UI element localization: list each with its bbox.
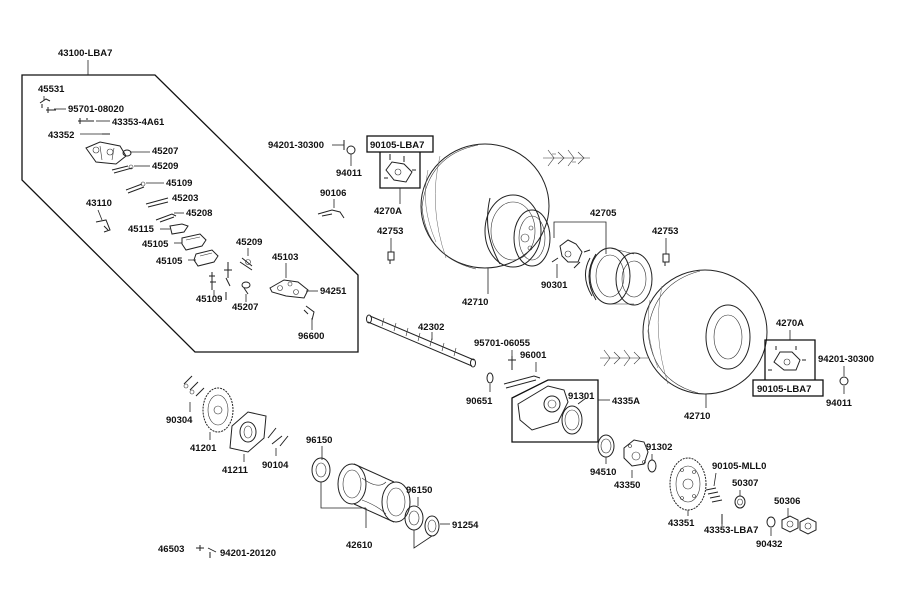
label-96001: 96001 <box>520 350 547 361</box>
label-45207-a: 45207 <box>152 146 178 157</box>
label-45209-a: 45209 <box>152 161 178 172</box>
box-90105-lba7-b <box>752 379 824 397</box>
label-43353-4a61: 43353-4A61 <box>112 117 165 128</box>
label-50307: 50307 <box>732 478 758 489</box>
wheel-stud-cluster <box>551 239 591 269</box>
rear-tire-left <box>420 143 590 270</box>
label-96150-b: 96150 <box>406 485 432 496</box>
label-42705: 42705 <box>590 208 617 219</box>
box-90105-lba7-a <box>366 135 434 153</box>
label-50306: 50306 <box>774 496 800 507</box>
label-91254: 91254 <box>452 520 479 531</box>
label-90301: 90301 <box>541 280 568 291</box>
label-4270a-a: 4270A <box>374 206 402 217</box>
label-94201-30300-b: 94201-30300 <box>818 354 874 365</box>
label-90304: 90304 <box>166 415 193 426</box>
caliper-body <box>85 141 127 165</box>
label-95701-06055: 95701-06055 <box>474 338 531 349</box>
label-45103: 45103 <box>272 252 298 263</box>
label-45115: 45115 <box>128 224 155 235</box>
caliper-kit-group: 43100-LBA7 45531 95701-08020 43353-4A61 … <box>21 48 359 353</box>
label-94201-20120: 94201-20120 <box>220 548 276 559</box>
label-90105-lba7-b: 90105-LBA7 <box>757 384 811 395</box>
label-45209-b: 45209 <box>236 237 262 248</box>
label-45207-b: 45207 <box>232 302 258 313</box>
label-91301: 91301 <box>568 391 595 402</box>
label-95701-08020: 95701-08020 <box>68 104 124 115</box>
label-90104: 90104 <box>262 460 289 471</box>
kit-group-outline <box>21 74 359 353</box>
brake-disc <box>669 457 707 511</box>
label-43110: 43110 <box>86 198 112 209</box>
label-45109-b: 45109 <box>196 294 222 305</box>
label-43352: 43352 <box>48 130 74 141</box>
label-4335a: 4335A <box>612 396 640 407</box>
label-43353-lba7: 43353-LBA7 <box>704 525 758 536</box>
label-94201-30300-a: 94201-30300 <box>268 140 324 151</box>
label-91302: 91302 <box>646 442 672 453</box>
bearing-housing-box: 91301 4335A <box>511 379 640 443</box>
label-43350: 43350 <box>614 480 640 491</box>
rear-tire-right <box>600 269 768 395</box>
label-90651: 90651 <box>466 396 493 407</box>
bearing-left <box>311 457 331 483</box>
hub-bolt-box-bottom: 4270A 90105-LBA7 <box>752 318 824 397</box>
label-94011-a: 94011 <box>336 168 363 179</box>
label-90106: 90106 <box>320 188 346 199</box>
label-94510: 94510 <box>590 467 616 478</box>
sprocket <box>202 387 234 433</box>
label-42753-b: 42753 <box>652 226 678 237</box>
rim-right <box>585 247 653 306</box>
label-90105-mll0: 90105-MLL0 <box>712 461 766 472</box>
label-46503: 46503 <box>158 544 184 555</box>
oil-seal <box>424 515 440 537</box>
caliper-bracket <box>269 279 309 299</box>
label-42610: 42610 <box>346 540 372 551</box>
label-41201: 41201 <box>190 443 217 454</box>
label-42710-a: 42710 <box>462 297 488 308</box>
label-96600: 96600 <box>298 331 324 342</box>
label-45531: 45531 <box>38 84 65 95</box>
brake-hub <box>623 439 649 467</box>
bearing-right <box>404 505 424 531</box>
label-43351: 43351 <box>668 518 695 529</box>
tread-mark-bottom <box>600 349 648 367</box>
label-41211: 41211 <box>222 465 249 476</box>
label-45208: 45208 <box>186 208 212 219</box>
rear-axle <box>366 314 476 368</box>
label-45105-b: 45105 <box>156 256 183 267</box>
label-96150-a: 96150 <box>306 435 332 446</box>
label-45203: 45203 <box>172 193 198 204</box>
axle-nuts <box>781 515 817 535</box>
axle-housing <box>337 463 411 523</box>
tread-mark-top <box>543 149 590 167</box>
sprocket-hub <box>229 411 267 453</box>
label-42302: 42302 <box>418 322 444 333</box>
label-94011-b: 94011 <box>826 398 853 409</box>
label-94251: 94251 <box>320 286 347 297</box>
wheel-studs-bottom <box>768 346 806 371</box>
label-42710-b: 42710 <box>684 411 710 422</box>
label-90105-lba7-a: 90105-LBA7 <box>370 140 424 151</box>
bearing-housing <box>517 385 569 431</box>
label-43100-lba7: 43100-LBA7 <box>58 48 112 59</box>
hub-bolts <box>267 427 289 447</box>
label-42753-a: 42753 <box>377 226 403 237</box>
label-4270a-b: 4270A <box>776 318 804 329</box>
wheel-studs-top <box>384 154 416 183</box>
label-45109-a: 45109 <box>166 178 192 189</box>
label-45105-a: 45105 <box>142 239 169 250</box>
hub-bolt-box-top: 90105-LBA7 4270A <box>366 135 434 217</box>
sprocket-bolts <box>183 375 205 397</box>
seal-94510 <box>597 434 615 458</box>
label-90432: 90432 <box>756 539 782 550</box>
